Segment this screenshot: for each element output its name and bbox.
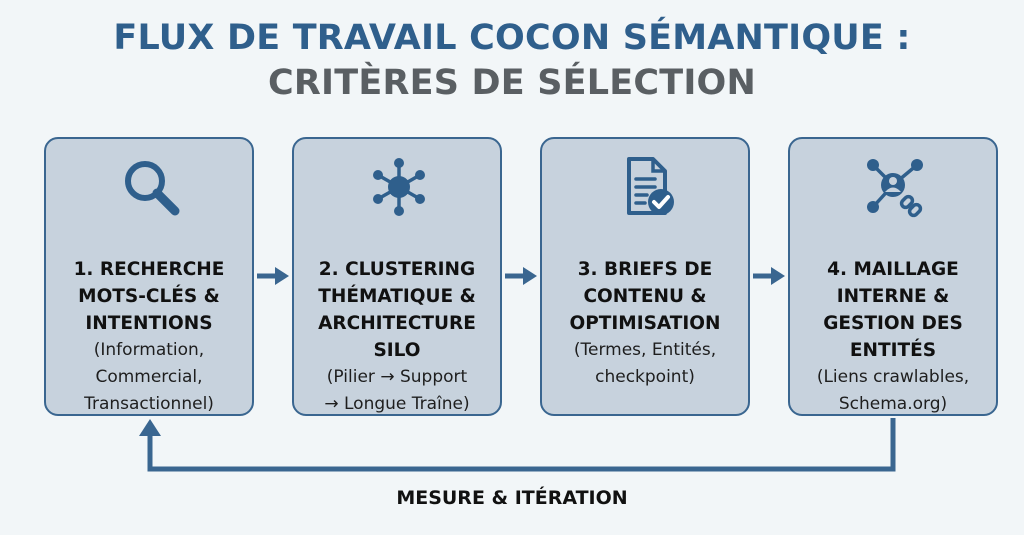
entity-link-network-icon [867, 159, 923, 218]
step-3-detail: (Termes, Entités, checkpoint) [573, 340, 717, 387]
step-4-title: 4. MAILLAGE INTERNE & GESTION DES ENTITÉ… [823, 259, 963, 361]
step-2-detail: (Pilier → Support → Longue Traîne) [324, 367, 470, 414]
diagram-subtitle: CRITÈRES DE SÉLECTION [268, 63, 756, 103]
step-3-title: 3. BRIEFS DE CONTENU & OPTIMISATION [569, 259, 721, 334]
arrow-right-icon [257, 267, 289, 285]
loop-label: MESURE & ITÉRATION [396, 487, 628, 509]
step-2-title: 2. CLUSTERING THÉMATIQUE & ARCHITECTURE … [318, 259, 476, 361]
step-1-box: 1. RECHERCHE MOTS-CLÉS & INTENTIONS (Inf… [44, 137, 254, 416]
step-2-box: 2. CLUSTERING THÉMATIQUE & ARCHITECTURE … [292, 137, 502, 416]
step-2-text: 2. CLUSTERING THÉMATIQUE & ARCHITECTURE … [300, 229, 494, 445]
step-1-text: 1. RECHERCHE MOTS-CLÉS & INTENTIONS (Inf… [52, 229, 246, 445]
step-3-box: 3. BRIEFS DE CONTENU & OPTIMISATION (Ter… [540, 137, 750, 416]
diagram-title: FLUX DE TRAVAIL COCON SÉMANTIQUE : [113, 18, 911, 58]
arrow-right-icon [505, 267, 537, 285]
arrow-right-icon [753, 267, 785, 285]
step-4-text: 4. MAILLAGE INTERNE & GESTION DES ENTITÉ… [796, 229, 990, 445]
step-4-detail: (Liens crawlables, Schema.org) [816, 367, 970, 414]
document-check-icon [627, 157, 674, 215]
network-hub-icon [373, 158, 425, 216]
step-4-box: 4. MAILLAGE INTERNE & GESTION DES ENTITÉ… [788, 137, 998, 416]
step-1-title: 1. RECHERCHE MOTS-CLÉS & INTENTIONS [73, 259, 225, 334]
step-1-detail: (Information, Commercial, Transactionnel… [84, 340, 214, 414]
magnifying-glass-icon [125, 161, 180, 216]
step-3-text: 3. BRIEFS DE CONTENU & OPTIMISATION (Ter… [548, 229, 742, 418]
